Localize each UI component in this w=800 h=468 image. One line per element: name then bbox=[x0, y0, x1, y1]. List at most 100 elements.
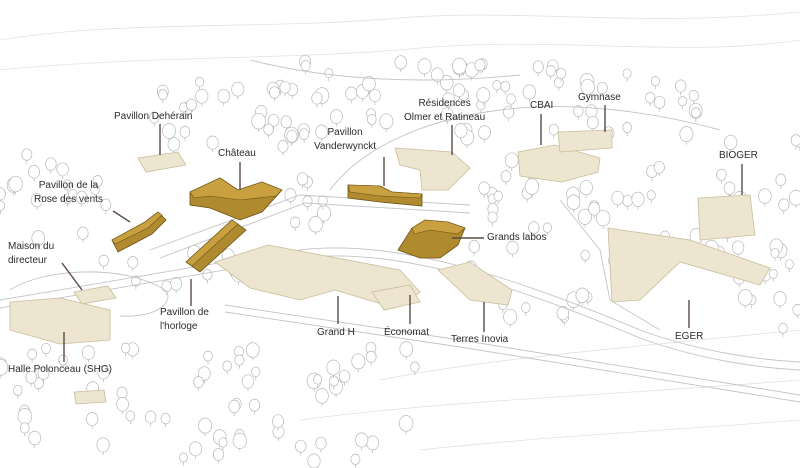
tree bbox=[267, 113, 280, 130]
tree bbox=[500, 80, 511, 95]
tree bbox=[500, 170, 512, 186]
tree bbox=[296, 172, 309, 189]
tree bbox=[399, 341, 414, 360]
bioger-building bbox=[697, 194, 756, 241]
tree bbox=[504, 152, 519, 171]
tree bbox=[167, 137, 181, 155]
tree bbox=[269, 86, 280, 102]
tree bbox=[86, 412, 99, 429]
tree bbox=[202, 268, 213, 284]
tree bbox=[45, 157, 57, 174]
tree bbox=[248, 398, 261, 415]
label-cbai: CBAI bbox=[530, 100, 554, 111]
tree bbox=[33, 377, 44, 392]
tree bbox=[315, 124, 329, 142]
tree bbox=[790, 134, 800, 150]
label-grand-h: Grand H bbox=[317, 327, 355, 338]
tree bbox=[778, 322, 788, 337]
label-economat: Économat bbox=[384, 327, 430, 338]
tree bbox=[487, 211, 498, 226]
tree bbox=[596, 81, 608, 98]
label-bioger: BIOGER bbox=[719, 150, 758, 161]
label-eger: EGER bbox=[675, 331, 704, 342]
tree bbox=[0, 359, 9, 379]
tree bbox=[468, 240, 480, 256]
tree bbox=[452, 57, 467, 77]
tree bbox=[492, 80, 502, 94]
tree bbox=[290, 216, 301, 232]
tree bbox=[188, 441, 203, 459]
residences-building bbox=[394, 147, 471, 191]
tree bbox=[30, 193, 43, 210]
tree bbox=[410, 361, 420, 376]
tree bbox=[350, 453, 361, 468]
tree bbox=[476, 87, 491, 106]
tree bbox=[28, 430, 42, 448]
tree bbox=[737, 289, 753, 309]
cbai-building bbox=[517, 144, 601, 183]
tree bbox=[679, 126, 694, 145]
tree bbox=[362, 76, 376, 95]
halle-polonceau-building bbox=[9, 297, 111, 345]
label-pavillon-vanderwynckt: Pavillon Vanderwynckt bbox=[314, 127, 377, 152]
tree bbox=[195, 88, 209, 107]
tree bbox=[272, 414, 284, 431]
tree bbox=[522, 84, 536, 103]
tree bbox=[566, 194, 581, 213]
tree bbox=[0, 200, 6, 215]
tree bbox=[573, 105, 584, 120]
tree bbox=[631, 191, 645, 210]
tree bbox=[758, 188, 772, 207]
tree bbox=[379, 113, 394, 132]
tree bbox=[580, 249, 590, 264]
tree bbox=[338, 369, 351, 386]
tree bbox=[355, 432, 369, 451]
tree bbox=[441, 107, 454, 125]
tree bbox=[158, 89, 168, 104]
tree bbox=[365, 350, 377, 366]
tree bbox=[417, 58, 432, 77]
tree bbox=[62, 179, 72, 193]
label-terres-inovia: Terres Inovia bbox=[451, 334, 509, 345]
tree bbox=[453, 83, 465, 100]
tree bbox=[678, 96, 688, 110]
tree bbox=[116, 397, 129, 415]
label-pavillon-horloge: Pavillon de l'horloge bbox=[160, 307, 209, 332]
tree bbox=[125, 410, 136, 425]
tree bbox=[160, 412, 171, 428]
tree bbox=[773, 291, 787, 309]
tree bbox=[251, 112, 266, 133]
tree bbox=[241, 374, 255, 392]
economat-building bbox=[371, 284, 421, 311]
tree bbox=[580, 78, 595, 98]
label-residences: Résidences Olmer et Ratineau bbox=[404, 98, 486, 123]
tree bbox=[650, 76, 660, 90]
tree bbox=[251, 366, 261, 380]
tree bbox=[474, 58, 486, 75]
tree bbox=[691, 107, 701, 122]
tree bbox=[232, 432, 247, 452]
tree bbox=[127, 256, 139, 272]
tree bbox=[162, 123, 177, 142]
tree bbox=[785, 259, 794, 273]
tree bbox=[575, 287, 590, 306]
tree bbox=[27, 348, 37, 363]
tree bbox=[307, 453, 321, 468]
tree bbox=[622, 194, 633, 210]
label-grands-labos: Grands labos bbox=[487, 232, 547, 243]
tree bbox=[56, 162, 69, 180]
tree bbox=[326, 359, 341, 378]
tree bbox=[622, 68, 632, 82]
tree bbox=[41, 342, 51, 357]
terrain-contours bbox=[0, 11, 800, 451]
tree bbox=[653, 95, 666, 112]
tree bbox=[308, 216, 323, 236]
terres-inovia-building bbox=[437, 261, 513, 306]
tree bbox=[595, 209, 611, 229]
grand-h-building bbox=[214, 244, 421, 309]
tree bbox=[542, 222, 552, 236]
tree bbox=[97, 365, 110, 383]
tree bbox=[19, 422, 30, 437]
tree bbox=[0, 187, 6, 204]
